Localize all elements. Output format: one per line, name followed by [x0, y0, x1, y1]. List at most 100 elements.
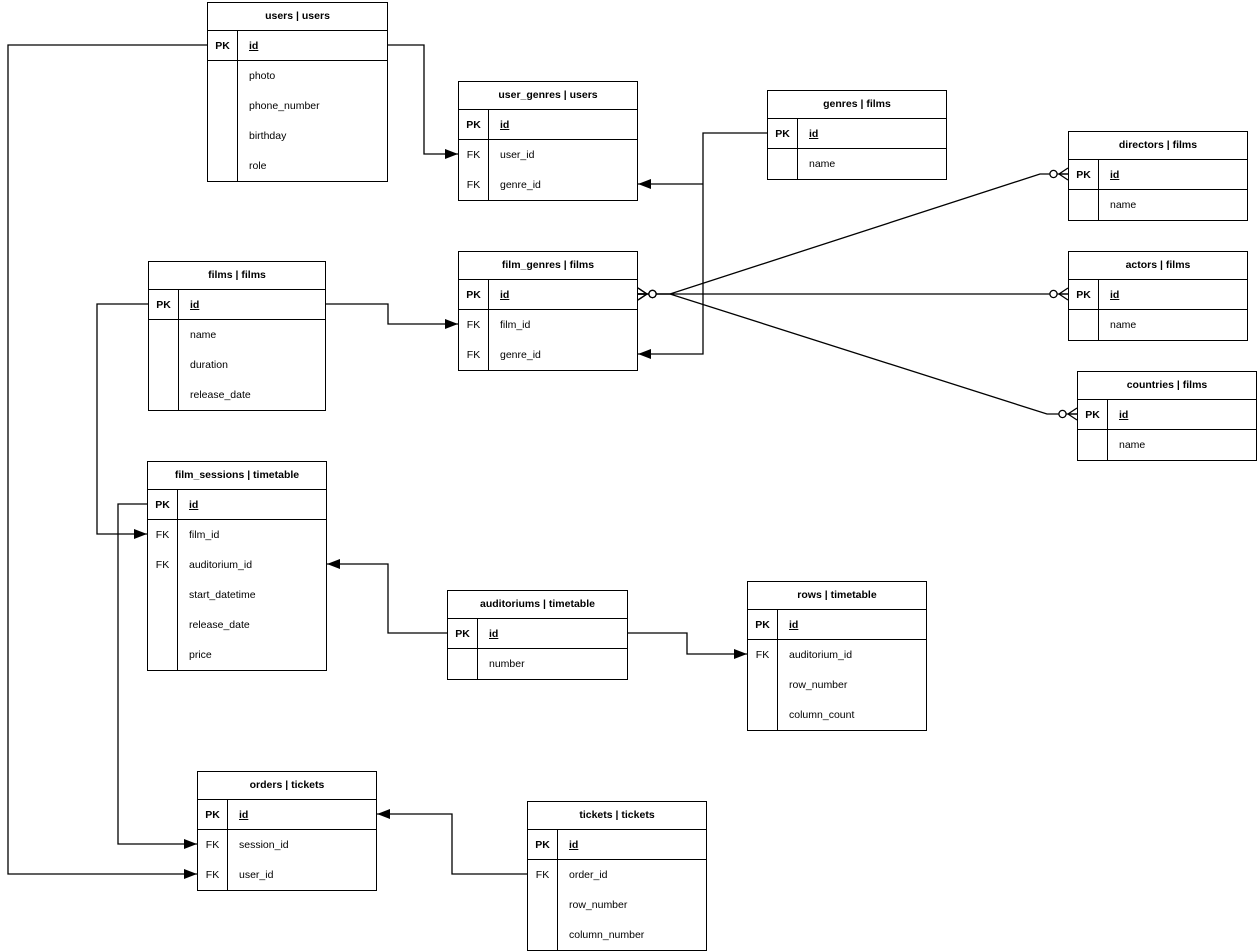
connector-markers-users-to-orders — [184, 869, 197, 879]
row-genres-name: name — [768, 149, 946, 179]
key-cell-empty — [208, 151, 238, 181]
field-name: id — [489, 627, 499, 640]
key-cell-fk: FK — [459, 170, 489, 200]
field-name: start_datetime — [189, 589, 256, 601]
connector-markers-users-to-user_genres — [445, 149, 458, 159]
table-title-genres: genres | films — [768, 91, 946, 119]
key-cell-fk: FK — [459, 310, 489, 340]
field-name: id — [809, 127, 819, 140]
key-cell-pk: PK — [459, 280, 489, 309]
key-cell-pk: PK — [1069, 280, 1099, 309]
field-name: id — [500, 288, 510, 301]
field-name: name — [1110, 319, 1137, 331]
row-rows-column_count: column_count — [748, 700, 926, 730]
key-cell-fk: FK — [198, 830, 228, 860]
field-name: release_date — [190, 389, 251, 401]
connector-film_genres-to-countries — [638, 293, 1077, 415]
row-films-name: name — [149, 320, 325, 350]
table-title-tickets: tickets | tickets — [528, 802, 706, 830]
key-cell-empty — [748, 670, 778, 700]
table-title-film_sessions: film_sessions | timetable — [148, 462, 326, 490]
connector-markers-tickets-to-orders — [377, 809, 390, 819]
table-title-actors: actors | films — [1069, 252, 1247, 280]
row-film_sessions-release_date: release_date — [148, 610, 326, 640]
connector-film_sessions-to-orders — [117, 503, 197, 845]
connector-markers-auditoriums-to-rows — [734, 649, 747, 659]
field-name: film_id — [189, 529, 220, 541]
row-film_sessions-film_id: FK film_id — [148, 520, 326, 550]
connector-genres-to-film_genres — [638, 132, 767, 355]
field-name: birthday — [249, 130, 287, 142]
row-users-photo: photo — [208, 61, 387, 91]
field-name: id — [1110, 168, 1120, 181]
table-title-user_genres: user_genres | users — [459, 82, 637, 110]
field-name: user_id — [500, 149, 535, 161]
connector-markers-films-to-film_genres — [445, 319, 458, 329]
key-cell-fk: FK — [459, 140, 489, 170]
connector-markers-film_sessions-to-orders — [184, 839, 197, 849]
field-name: duration — [190, 359, 228, 371]
field-name: column_number — [569, 929, 645, 941]
row-film_genres-film_id: FK film_id — [459, 310, 637, 340]
key-cell-empty — [528, 890, 558, 920]
key-cell-empty — [1069, 190, 1099, 220]
connector-auditoriums-to-rows — [628, 632, 747, 655]
key-cell-pk: PK — [459, 110, 489, 139]
key-cell-empty — [208, 61, 238, 91]
connector-markers-genres-to-user_genres — [638, 179, 651, 189]
key-cell-fk: FK — [148, 550, 178, 580]
key-cell-pk: PK — [149, 290, 179, 319]
key-cell-fk: FK — [148, 520, 178, 550]
row-film_sessions-price: price — [148, 640, 326, 670]
key-cell-pk: PK — [748, 610, 778, 639]
connector-markers-film_genres-to-countries — [637, 287, 1078, 421]
field-name: name — [1119, 439, 1146, 451]
row-users-role: role — [208, 151, 387, 181]
field-name: phone_number — [249, 100, 320, 112]
field-name: film_id — [500, 319, 531, 331]
field-name: order_id — [569, 869, 608, 881]
key-cell-empty — [149, 350, 179, 380]
field-name: auditorium_id — [189, 559, 253, 571]
table-title-orders: orders | tickets — [198, 772, 376, 800]
row-user_genres-user_id: FK user_id — [459, 140, 637, 170]
row-rows-row_number: row_number — [748, 670, 926, 700]
field-name: role — [249, 160, 267, 172]
key-cell-pk: PK — [1078, 400, 1108, 429]
key-cell-fk: FK — [748, 640, 778, 670]
key-cell-empty — [1078, 430, 1108, 460]
key-cell-empty — [148, 580, 178, 610]
row-film_genres-id: PK id — [459, 280, 637, 310]
table-title-auditoriums: auditoriums | timetable — [448, 591, 627, 619]
key-cell-empty — [768, 149, 798, 179]
connector-films-to-film_sessions — [96, 303, 148, 535]
key-cell-empty — [1069, 310, 1099, 340]
key-cell-pk: PK — [528, 830, 558, 859]
